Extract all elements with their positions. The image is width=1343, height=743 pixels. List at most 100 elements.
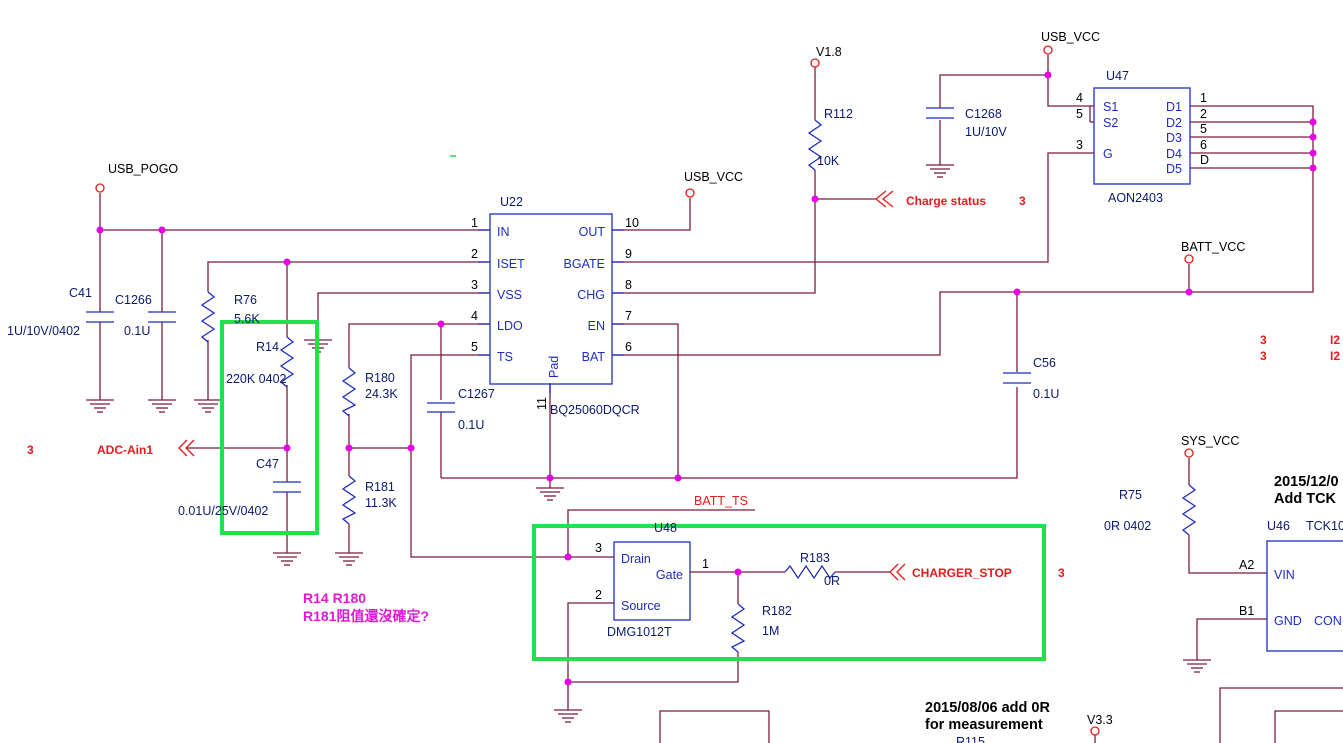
r112-ref: R112	[824, 107, 853, 121]
u22-pin8-num: 8	[625, 278, 632, 292]
u22-pin6-num: 6	[625, 340, 632, 354]
c56-value: 0.1U	[1033, 387, 1059, 401]
net-charge-status: Charge status	[906, 194, 986, 208]
u22-pin1-num: 1	[471, 216, 478, 230]
u46-pin-gnd: GND	[1274, 614, 1302, 628]
c1267-ref: C1267	[458, 387, 495, 401]
u47-pin5-num: 5	[1076, 107, 1083, 121]
r112-value: 10K	[817, 154, 840, 168]
u22-pin-out: OUT	[579, 225, 606, 239]
u47-pin-d1: D1	[1166, 100, 1182, 114]
c1268-ref: C1268	[965, 107, 1002, 121]
net-v33: V3.3	[1087, 713, 1113, 727]
u46-pin-a2-num: A2	[1239, 558, 1254, 572]
net-batt-ts: BATT_TS	[694, 494, 748, 508]
sheet-ref-adc: 3	[27, 443, 34, 457]
offpage-arrows	[178, 190, 906, 581]
u47-pin-s2: S2	[1103, 116, 1118, 130]
r180-value: 24.3K	[365, 387, 398, 401]
c47-value: 0.01U/25V/0402	[178, 504, 268, 518]
net-usb-vcc-top: USB_VCC	[1041, 30, 1100, 44]
power-ports	[95, 45, 1194, 736]
net-v18: V1.8	[816, 45, 842, 59]
u22-pin-bat: BAT	[582, 350, 606, 364]
u46-pin-con: CON	[1314, 614, 1342, 628]
note-date-12-line2: Add TCK	[1274, 491, 1337, 507]
c1266-value: 0.1U	[124, 324, 150, 338]
net-adc-ain1: ADC-Ain1	[97, 443, 153, 457]
u47-pin-d2: D2	[1166, 116, 1182, 130]
c1266-ref: C1266	[115, 293, 152, 307]
u47-pin2-num: 2	[1200, 107, 1207, 121]
u22-ref: U22	[500, 195, 523, 209]
junction-dots	[96, 71, 1317, 686]
c47-ref: C47	[256, 457, 279, 471]
u22-part: BQ25060DQCR	[550, 403, 640, 417]
u47-pin-d3: D3	[1166, 131, 1182, 145]
u48-pin2-num: 2	[595, 588, 602, 602]
u22-pin4-num: 4	[471, 309, 478, 323]
u22-pin-bgate: BGATE	[564, 257, 605, 271]
net-charger-stop: CHARGER_STOP	[912, 566, 1012, 580]
u22-pin2-num: 2	[471, 247, 478, 261]
u47-pind-num: D	[1200, 153, 1209, 167]
u22-pin9-num: 9	[625, 247, 632, 261]
note-date-0806-line1: 2015/08/06 add 0R	[925, 700, 1050, 716]
sheet-ref-charger-stop: 3	[1058, 566, 1065, 580]
sheet-ref-right-i2c-a: I2	[1330, 333, 1340, 347]
r183-ref: R183	[800, 551, 830, 565]
u48-part: DMG1012T	[607, 625, 672, 639]
wires	[99, 55, 1314, 743]
r182-value: 1M	[762, 624, 779, 638]
r14-ref: R14	[256, 340, 279, 354]
note-r-values-line1: R14 R180	[303, 590, 366, 606]
sheet-ref-right-a: 3	[1260, 333, 1267, 347]
u48-ref: U48	[654, 521, 677, 535]
u47-pin-g: G	[1103, 147, 1113, 161]
c1267-value: 0.1U	[458, 418, 484, 432]
r183-value: 0R	[824, 574, 840, 588]
resistor-symbols	[200, 119, 1197, 653]
u22-pin-iset: ISET	[497, 257, 525, 271]
u22-pad: Pad	[547, 356, 561, 378]
u48-pin3-num: 3	[595, 541, 602, 555]
u22-pin-in: IN	[497, 225, 510, 239]
r181-value: 11.3K	[365, 496, 397, 510]
u46-pin-b1-num: B1	[1239, 604, 1254, 618]
u22-pin-vss: VSS	[497, 288, 522, 302]
u46-ref: U46	[1267, 519, 1290, 533]
u22-pad-num: 11	[535, 397, 549, 410]
u47-part: AON2403	[1108, 191, 1163, 205]
u48-pin1-num: 1	[702, 557, 709, 571]
r76-ref: R76	[234, 293, 257, 307]
u22-pin-ts: TS	[497, 350, 513, 364]
u48-pin-gate: Gate	[656, 568, 683, 582]
u47-ref: U47	[1106, 69, 1129, 83]
u22-pin-en: EN	[588, 319, 605, 333]
u47-pin5r-num: 5	[1200, 122, 1207, 136]
net-usb-pogo: USB_POGO	[108, 162, 178, 176]
u47-pin4-num: 4	[1076, 91, 1083, 105]
u22-pin10-num: 10	[625, 216, 639, 230]
u22-pin7-num: 7	[625, 309, 632, 323]
u48-pin-drain: Drain	[621, 552, 651, 566]
highlight-box-r14-c47	[220, 320, 319, 535]
note-date-0806-line2: for measurement	[925, 717, 1043, 733]
c41-ref: C41	[69, 286, 92, 300]
r75-value: 0R 0402	[1104, 519, 1151, 533]
net-batt-vcc: BATT_VCC	[1181, 240, 1245, 254]
c56-ref: C56	[1033, 356, 1056, 370]
r75-ref: R75	[1119, 488, 1142, 502]
r14-value: 220K 0402	[226, 372, 287, 386]
u48-pin-source: Source	[621, 599, 661, 613]
sheet-ref-charge-status: 3	[1019, 194, 1026, 208]
note-date-12-line1: 2015/12/0	[1274, 474, 1339, 490]
r115-ref: R115	[956, 735, 985, 743]
sheet-ref-right-b: 3	[1260, 349, 1267, 363]
u47-pin6-num: 6	[1200, 138, 1207, 152]
highlight-box-u48	[532, 524, 1046, 661]
sheet-ref-right-i2c-b: I2	[1330, 349, 1340, 363]
ic-boxes	[478, 87, 1343, 743]
